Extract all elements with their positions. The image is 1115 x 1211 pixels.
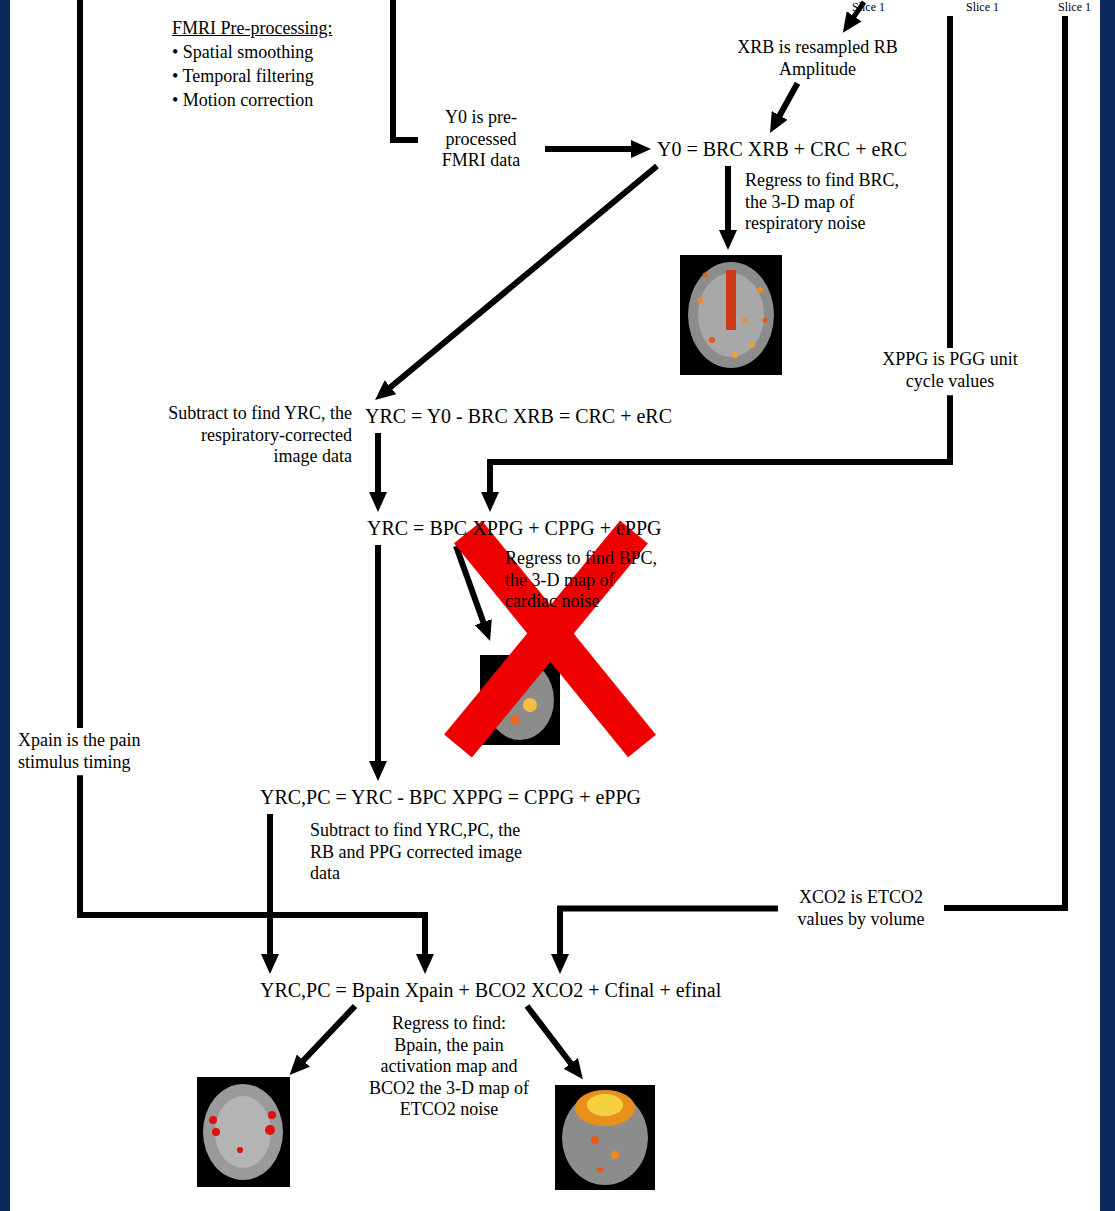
brain-image [555,1085,655,1190]
equation-node: YRC,PC = Bpain Xpain + BCO2 XCO2 + Cfina… [258,977,723,1003]
step-list-text: • Temporal filtering [172,66,314,88]
step-list-text: • Spatial smoothing [172,42,313,64]
brain-image [197,1077,290,1187]
side-band [1100,0,1115,1211]
arrow-connector [267,814,273,956]
step-list-text: FMRI Pre-processing: [172,18,333,40]
annotation-node: Xpain is the pain stimulus timing [15,728,155,775]
leader-arrow [302,1006,355,1062]
equation-node: YRC = BPC XPPG + CPPG + ePPG [365,515,664,541]
annotation-text: Regress to find: Bpain, the pain activat… [368,1013,530,1121]
annotation-text: Subtract to find YRC,PC, the RB and PPG … [310,820,535,885]
annotation-text: Xpain is the pain stimulus timing [18,730,152,773]
leader-arrow [725,166,731,232]
leader-arrow [527,1006,572,1065]
side-band [0,0,10,1211]
annotation-text: XPPG is PGG unit cycle values [862,349,1038,392]
arrow-connector [560,909,778,956]
equation-node: Y0 = BRC XRB + CRC + eRC [655,136,909,162]
equation-text: Y0 = BRC XRB + CRC + eRC [657,137,907,161]
equation-text: YRC,PC = Bpain Xpain + BCO2 XCO2 + Cfina… [260,978,721,1002]
slice-label: Slice 1 [852,0,885,14]
arrow-connector [779,83,798,117]
annotation-text: Regress to find BRC, the 3-D map of resp… [745,170,910,235]
brain-image [680,255,782,375]
annotation-text: Regress to find BPC, the 3-D map of card… [505,548,665,613]
equation-node: YRC = Y0 - BRC XRB = CRC + eRC [363,403,674,429]
leader-line [77,0,83,730]
equation-text: YRC,PC = YRC - BPC XPPG = CPPG + ePPG [260,785,641,809]
annotation-node: Y0 is pre-processed FMRI data [425,107,537,172]
leader-line [947,16,953,348]
leader-line [944,16,1065,908]
arrow-connector [545,146,633,152]
arrow-connector [375,545,381,763]
arrow-connector [389,166,657,389]
annotation-text: Y0 is pre-processed FMRI data [425,107,537,172]
step-list-text: • Motion correction [172,90,313,112]
equation-text: YRC = BPC XPPG + CPPG + ePPG [367,516,662,540]
leader-line [393,0,418,140]
annotation-text: Subtract to find YRC, the respiratory-co… [162,403,352,468]
arrow-connector [375,433,381,494]
annotation-text: XCO2 is ETCO2 values by volume [781,887,941,930]
slice-label: Slice 1 [1058,0,1091,14]
annotation-node: XCO2 is ETCO2 values by volume [778,885,944,932]
equation-text: YRC = Y0 - BRC XRB = CRC + eRC [365,404,672,428]
annotation-node: XPPG is PGG unit cycle values [862,349,1038,392]
equation-node: YRC,PC = YRC - BPC XPPG = CPPG + ePPG [258,784,643,810]
slice-label: Slice 1 [966,0,999,14]
annotation-text: XRB is resampled RB Amplitude [735,37,900,80]
annotation-node: XRB is resampled RB Amplitude [735,37,900,80]
